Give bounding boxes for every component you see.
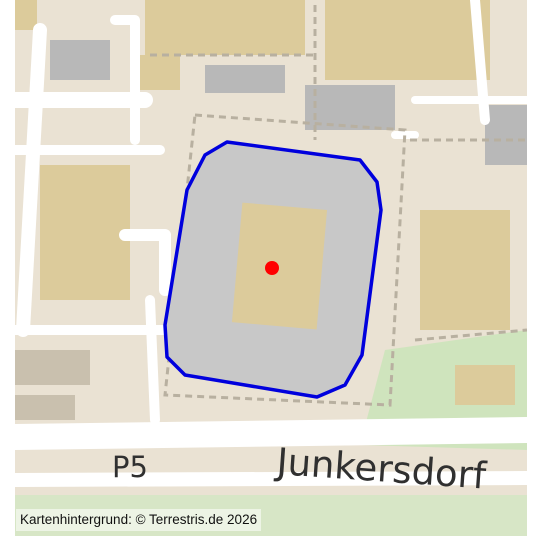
building	[135, 55, 180, 90]
small-building	[485, 105, 527, 165]
building	[455, 365, 515, 405]
map-view[interactable]: P5 Junkersdorf	[15, 0, 527, 536]
small-building	[50, 40, 110, 80]
building	[420, 210, 510, 330]
road-network	[15, 0, 527, 487]
small-building	[205, 65, 285, 93]
small-building	[15, 395, 75, 420]
map-attribution: Kartenhintergrund: © Terrestris.de 2026	[16, 509, 262, 531]
parking-label: P5	[112, 450, 148, 484]
building	[40, 165, 130, 300]
building	[15, 0, 37, 30]
building	[325, 0, 490, 80]
building	[145, 0, 305, 55]
stadium-pitch	[231, 202, 328, 330]
location-marker[interactable]	[265, 261, 279, 275]
small-building	[15, 350, 90, 385]
